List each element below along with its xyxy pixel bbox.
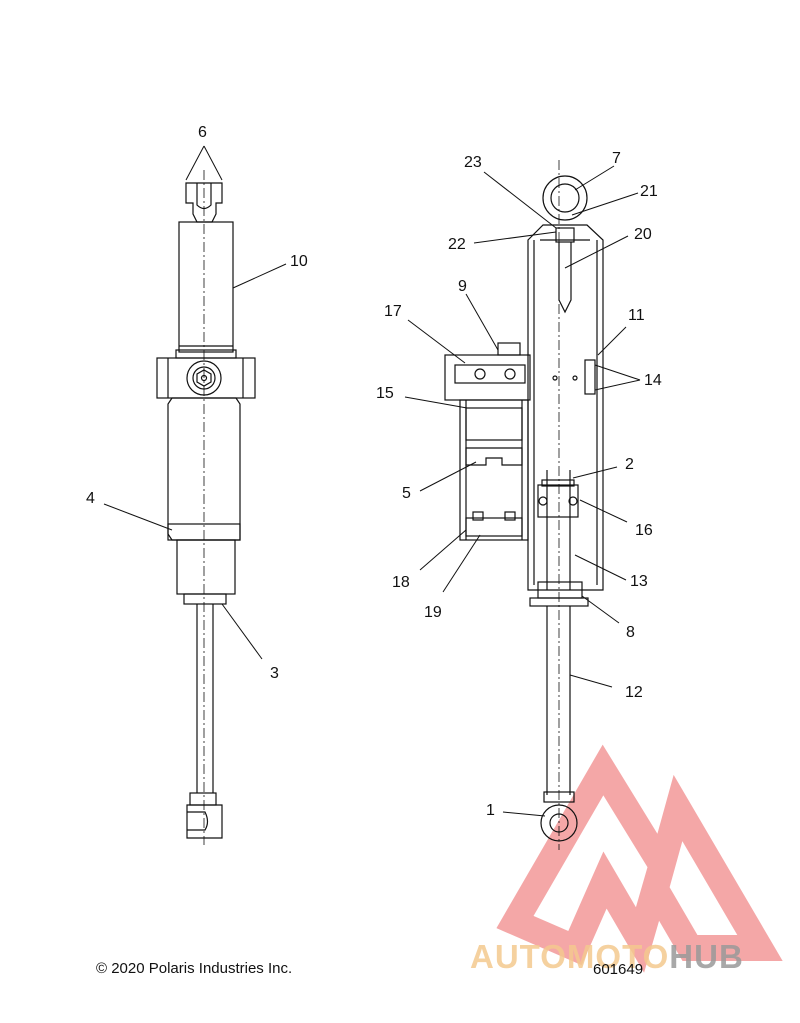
callout-21: 21 [640,183,658,200]
callout-3: 3 [270,665,279,682]
callout-23: 23 [464,154,482,171]
callout-11: 11 [628,307,645,324]
callout-16: 16 [635,522,653,539]
callout-20: 20 [634,226,652,243]
callout-13: 13 [630,573,648,590]
shock-section-view [444,160,604,850]
callout-6: 6 [198,124,207,141]
copyright-text: © 2020 Polaris Industries Inc. [96,960,293,977]
drawing-number: 601649 [593,961,644,978]
watermark-logo-icon [496,744,783,973]
callout-9: 9 [458,278,467,295]
callout-15: 15 [376,385,394,402]
callout-labels: 6 10 4 3 23 7 21 22 20 9 17 11 14 15 2 5… [86,124,662,819]
callout-12: 12 [625,684,643,701]
callout-5: 5 [402,485,411,502]
watermark-moto: MOTO [566,938,670,975]
callout-17: 17 [384,303,402,320]
watermark-wordmark: AUTOMOTOHUB [470,938,744,976]
callout-2: 2 [625,456,634,473]
callout-4: 4 [86,490,95,507]
callout-1: 1 [486,802,495,819]
shock-exterior-view [156,170,256,845]
callout-18: 18 [392,574,410,591]
callout-22: 22 [448,236,466,253]
watermark-auto: AUTO [470,938,567,975]
callout-8: 8 [626,624,635,641]
callout-10: 10 [290,253,308,270]
callout-7: 7 [612,150,621,167]
watermark-hub: HUB [669,938,744,975]
callout-19: 19 [424,604,442,621]
callout-14: 14 [644,372,662,389]
leader-lines [103,145,641,817]
